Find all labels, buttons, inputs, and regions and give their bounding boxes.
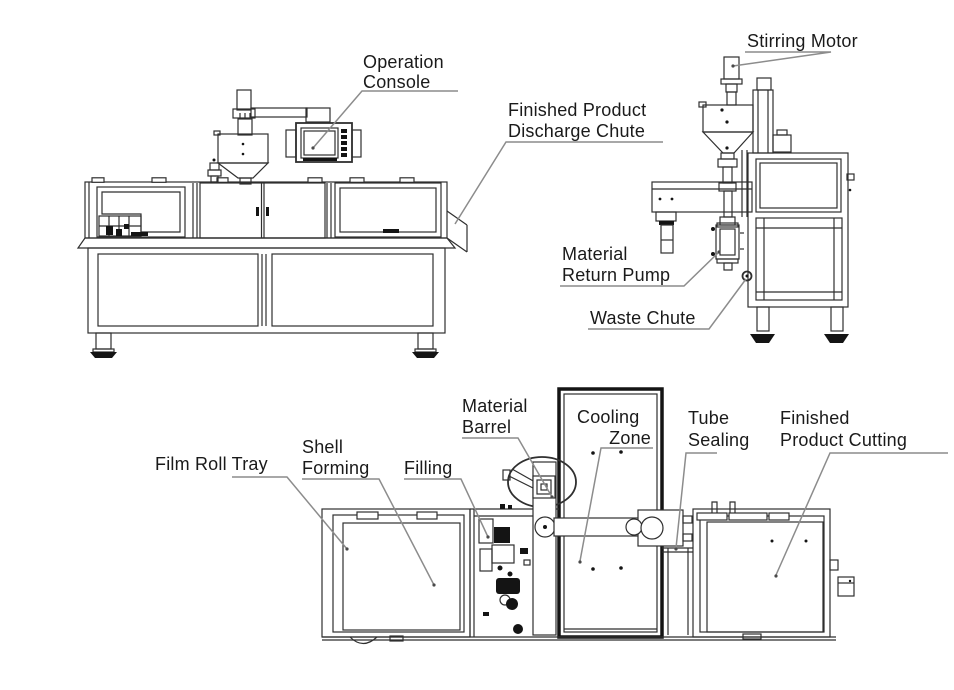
label-material-barrel-1: Material	[462, 396, 528, 416]
material-barrel	[502, 456, 577, 636]
side-hopper	[698, 101, 755, 154]
leader-shell-forming	[302, 478, 436, 587]
operation-console	[285, 122, 362, 163]
tube-sealing-arm	[534, 509, 693, 547]
leader-discharge-chute	[454, 141, 663, 225]
leader-cooling-zone	[578, 447, 653, 564]
label-filling: Filling	[404, 458, 452, 478]
leader-material-barrel	[462, 437, 554, 499]
label-shell-forming-1: Shell	[302, 437, 343, 457]
stirring-motor	[720, 56, 743, 106]
middle-doors	[199, 182, 326, 239]
label-shell-forming-2: Forming	[302, 458, 369, 478]
label-finished-product-cutting-2: Product Cutting	[780, 430, 907, 450]
leader-waste-chute	[588, 278, 747, 330]
lower-cabinet	[87, 247, 446, 334]
machine-line-view	[321, 387, 855, 645]
label-waste-chute: Waste Chute	[590, 308, 696, 328]
hopper	[207, 89, 270, 185]
label-tube-sealing-1: Tube	[688, 408, 729, 428]
cutting-section	[692, 501, 855, 640]
cabinet-top-tabs	[91, 177, 415, 183]
side-body	[747, 152, 855, 308]
bed-gap-frame	[662, 547, 693, 635]
leader-lines	[232, 51, 948, 587]
right-window	[334, 182, 442, 238]
discharge-chute	[446, 210, 468, 253]
back-column	[752, 77, 792, 154]
waste-chute-outlet	[741, 270, 753, 282]
leader-material-return-pump	[560, 250, 721, 287]
leader-film-roll-tray	[232, 476, 349, 551]
machine-side-view	[651, 56, 855, 343]
label-finished-product-cutting-1: Finished	[780, 408, 850, 428]
side-feet	[750, 306, 849, 343]
label-stirring-motor: Stirring Motor	[747, 31, 858, 51]
leader-operation-console	[311, 90, 458, 150]
leader-stirring-motor	[731, 51, 832, 68]
film-roll-tray-section	[321, 508, 471, 645]
left-table	[651, 181, 753, 254]
console-arm	[250, 107, 331, 123]
label-discharge-chute-2: Discharge Chute	[508, 121, 645, 141]
machine-front-view	[76, 89, 468, 358]
label-material-return-pump-1: Material	[562, 244, 628, 264]
label-cooling-zone-1: Cooling	[577, 407, 639, 427]
leader-tube-sealing	[674, 452, 717, 551]
label-material-barrel-2: Barrel	[462, 417, 511, 437]
label-material-return-pump-2: Return Pump	[562, 265, 670, 285]
left-window	[96, 186, 186, 238]
label-discharge-chute-1: Finished Product	[508, 100, 646, 120]
leader-finished-product-cutting	[774, 452, 948, 578]
label-operation-console-2: Console	[363, 72, 430, 92]
filling-machinery	[478, 518, 531, 634]
label-cooling-zone-2: Zone	[609, 428, 651, 448]
label-tube-sealing-2: Sealing	[688, 430, 749, 450]
leader-filling	[404, 478, 490, 539]
label-operation-console-1: Operation	[363, 52, 444, 72]
label-film-roll-tray: Film Roll Tray	[155, 454, 268, 474]
labels: Operation Console Finished Product Disch…	[155, 31, 907, 478]
machine-feet	[90, 332, 439, 358]
material-return-pump	[711, 150, 748, 271]
